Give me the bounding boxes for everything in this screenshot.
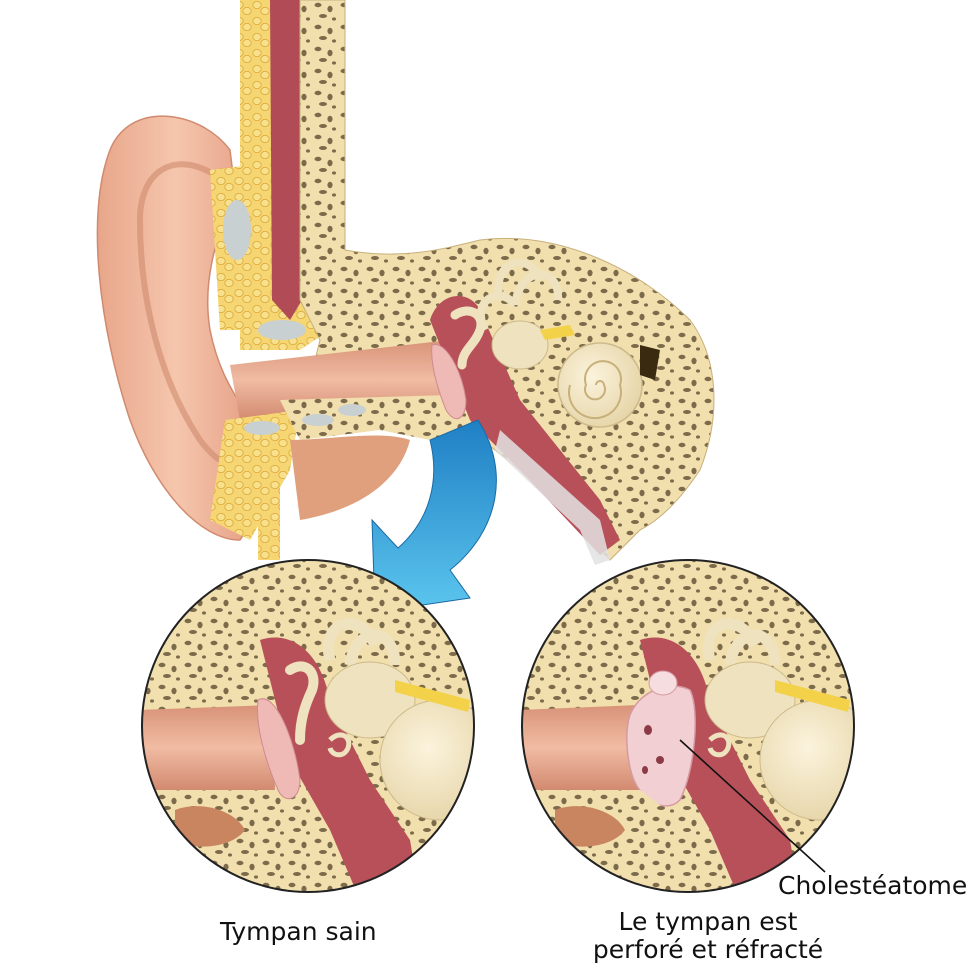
- middle-ear-cavity: [430, 296, 620, 555]
- cochlea: [557, 342, 643, 428]
- lower-bone: [280, 395, 470, 440]
- parotid-region: [290, 435, 410, 520]
- auditory-nerve: [640, 345, 660, 380]
- cholesteatoma-leader-line: [679, 739, 826, 873]
- cholesteatoma-label: Cholestéatome: [778, 871, 968, 900]
- eustachian-tube: [495, 430, 610, 565]
- eardrum: [431, 344, 467, 420]
- cartilage-1: [223, 200, 251, 260]
- cartilage-5: [338, 404, 366, 416]
- perforated-eardrum-caption: Le tympan est perforé et réfracté: [578, 908, 838, 964]
- healthy-eardrum-zoom: [141, 559, 475, 893]
- healthy-eardrum-caption: Tympan sain: [220, 917, 377, 946]
- cartilage-4: [302, 414, 334, 426]
- ossicle-malleus: [450, 306, 486, 370]
- perforated-caption-line-2: perforé et réfracté: [592, 935, 824, 964]
- pinna-inner-fold: [136, 161, 243, 467]
- cochlea-spiral: [568, 360, 622, 420]
- semicircular-canals: [476, 258, 563, 332]
- fat-stalk: [258, 480, 280, 560]
- cartilage-2: [258, 320, 306, 340]
- lower-fat: [210, 410, 300, 540]
- main-ear-illustration: [96, 0, 715, 565]
- cartilage-3: [244, 421, 280, 435]
- muscle-layer: [270, 0, 302, 320]
- vestibule: [491, 320, 549, 370]
- perforated-caption-line-1: Le tympan est: [618, 907, 798, 936]
- perforated-eardrum-zoom: [521, 559, 855, 893]
- nerve-yellow: [540, 325, 575, 340]
